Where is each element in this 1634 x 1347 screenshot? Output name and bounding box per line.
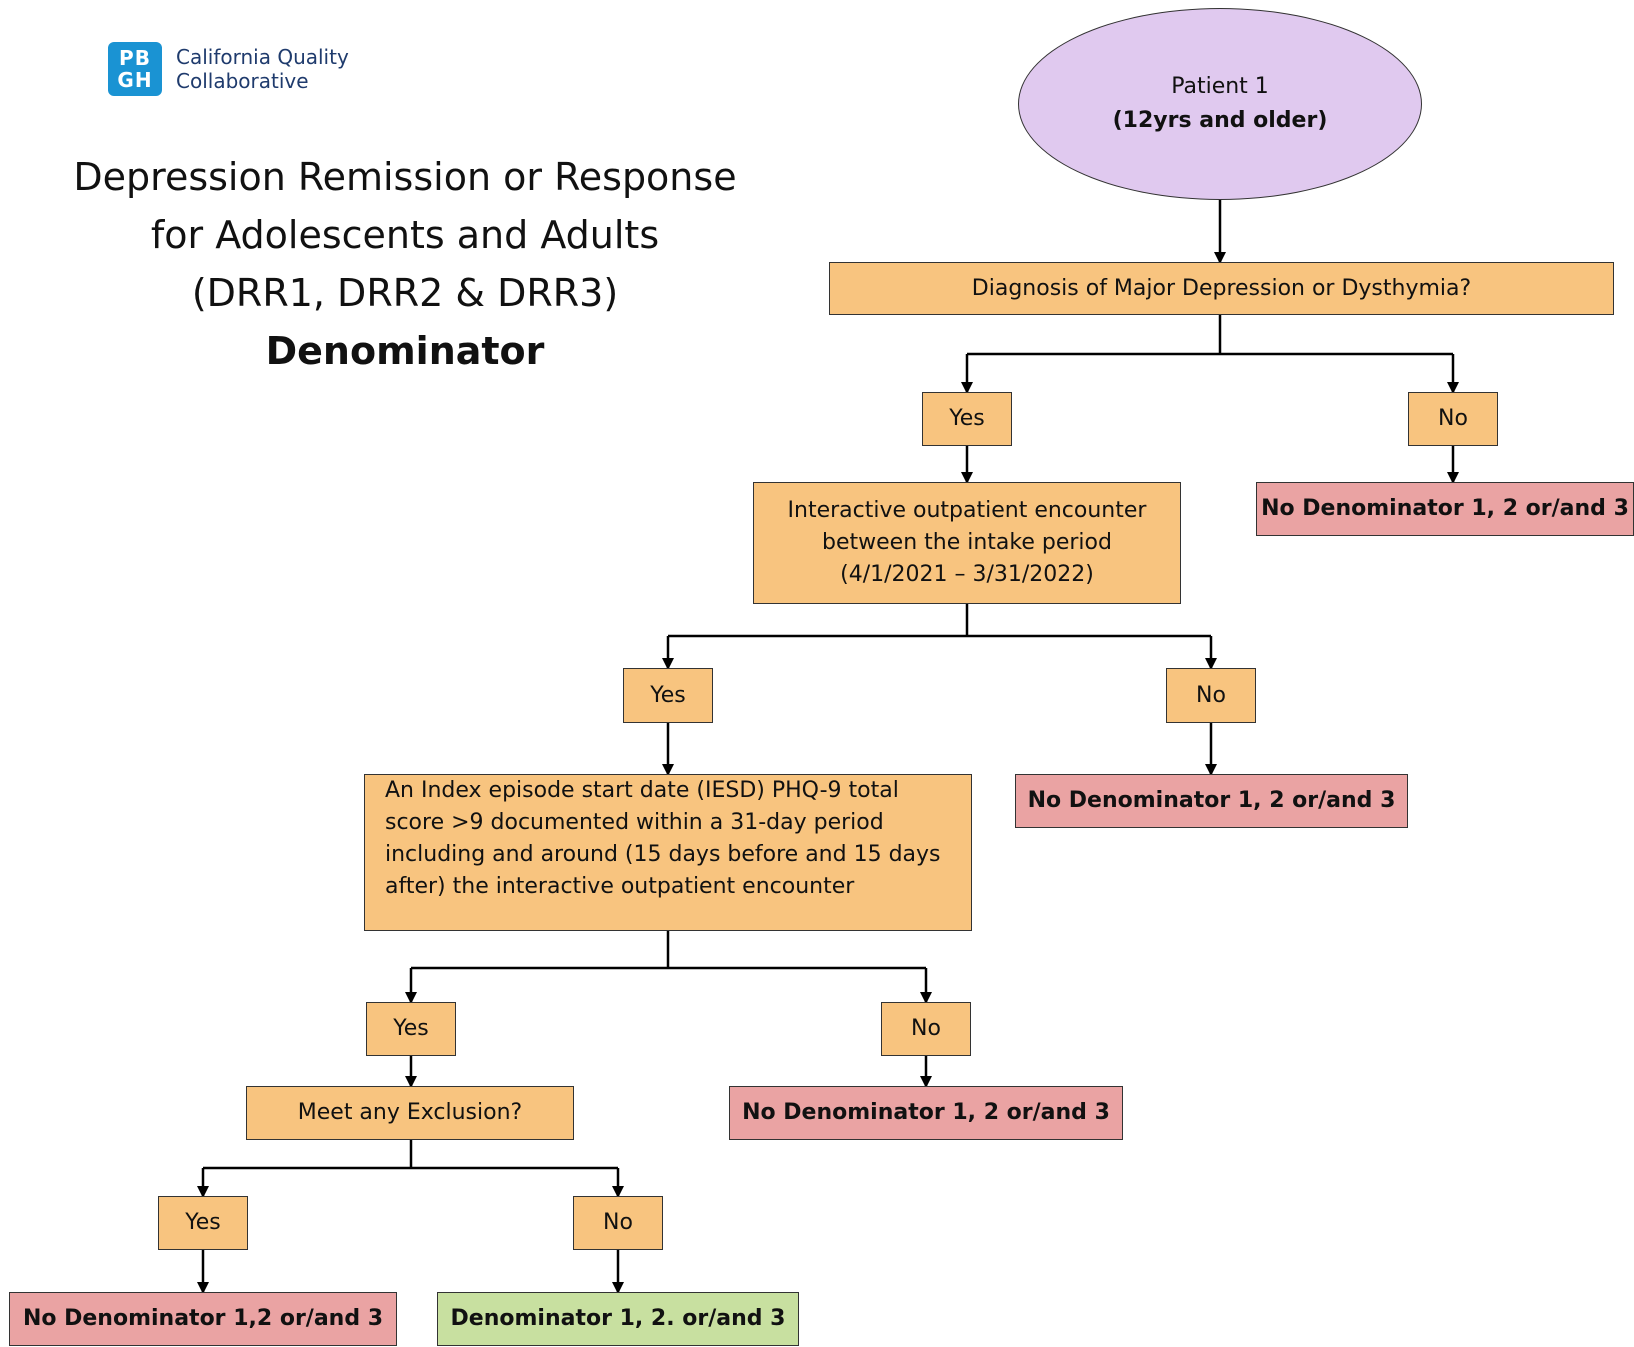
yes-label: Yes xyxy=(949,406,985,431)
decision-exclusion: Meet any Exclusion? xyxy=(246,1086,574,1140)
yes-label: Yes xyxy=(650,682,686,708)
no-label: No xyxy=(1196,682,1226,708)
pbgh-logo-mark: PB GH xyxy=(108,42,162,96)
outcome-no-denominator-3: No Denominator 1, 2 or/and 3 xyxy=(729,1086,1123,1140)
iesd-line4: after) the interactive outpatient encoun… xyxy=(385,874,855,899)
no-denominator-label: No Denominator 1, 2 or/and 3 xyxy=(1027,788,1396,813)
exclusion-label: Meet any Exclusion? xyxy=(297,1100,523,1125)
no-node-iesd: No xyxy=(881,1002,971,1056)
outcome-no-denominator-2: No Denominator 1, 2 or/and 3 xyxy=(1015,774,1408,828)
outcome-no-denominator-1: No Denominator 1, 2 or/and 3 xyxy=(1256,482,1634,536)
yes-label: Yes xyxy=(185,1210,221,1235)
patient-label: Patient 1 xyxy=(1171,74,1269,99)
title-line1: Depression Remission or Response xyxy=(73,155,737,199)
no-label: No xyxy=(603,1210,633,1235)
start-node-patient: Patient 1 (12yrs and older) xyxy=(1018,8,1422,200)
page-title: Depression Remission or Response for Ado… xyxy=(40,148,770,380)
title-line2: for Adolescents and Adults xyxy=(150,213,660,257)
title-line3: (DRR1, DRR2 & DRR3) xyxy=(191,271,619,315)
yes-label: Yes xyxy=(393,1016,429,1041)
no-denominator-label: No Denominator 1, 2 or/and 3 xyxy=(1261,496,1629,521)
decision-outpatient-encounter: Interactive outpatient encounter between… xyxy=(753,482,1181,604)
outcome-denominator: Denominator 1, 2. or/and 3 xyxy=(437,1292,799,1346)
outcome-no-denominator-excluded: No Denominator 1,2 or/and 3 xyxy=(9,1292,397,1346)
decision-diagnosis-label: Diagnosis of Major Depression or Dysthym… xyxy=(971,275,1472,301)
no-node-diagnosis: No xyxy=(1408,392,1498,446)
logo-text: California Quality Collaborative xyxy=(176,45,349,93)
yes-node-exclusion: Yes xyxy=(158,1196,248,1250)
yes-node-diagnosis: Yes xyxy=(922,392,1012,446)
patient-age-label: (12yrs and older) xyxy=(1112,108,1328,133)
logo-mark-line2: GH xyxy=(117,68,153,92)
iesd-line2: score >9 documented within a 31-day peri… xyxy=(385,810,884,835)
yes-node-encounter: Yes xyxy=(623,668,713,723)
no-denominator-alt-label: No Denominator 1,2 or/and 3 xyxy=(22,1306,384,1331)
logo: PB GH California Quality Collaborative xyxy=(108,42,349,96)
no-node-encounter: No xyxy=(1166,668,1256,723)
no-label: No xyxy=(911,1016,941,1041)
no-label: No xyxy=(1438,406,1468,431)
logo-mark-line1: PB xyxy=(119,46,151,70)
no-denominator-label: No Denominator 1, 2 or/and 3 xyxy=(742,1100,1110,1125)
title-line4: Denominator xyxy=(265,329,545,373)
logo-text-line2: Collaborative xyxy=(176,69,309,93)
encounter-line1: Interactive outpatient encounter xyxy=(787,498,1147,523)
encounter-line3: (4/1/2021 – 3/31/2022) xyxy=(840,562,1094,587)
decision-iesd-phq9: An Index episode start date (IESD) PHQ-9… xyxy=(364,774,972,931)
no-node-exclusion: No xyxy=(573,1196,663,1250)
yes-node-iesd: Yes xyxy=(366,1002,456,1056)
logo-text-line1: California Quality xyxy=(176,45,349,69)
decision-diagnosis: Diagnosis of Major Depression or Dysthym… xyxy=(829,262,1614,315)
denominator-label: Denominator 1, 2. or/and 3 xyxy=(450,1306,786,1331)
iesd-line1: An Index episode start date (IESD) PHQ-9… xyxy=(385,778,899,803)
iesd-line3: including and around (15 days before and… xyxy=(385,842,941,867)
encounter-line2: between the intake period xyxy=(822,530,1112,555)
